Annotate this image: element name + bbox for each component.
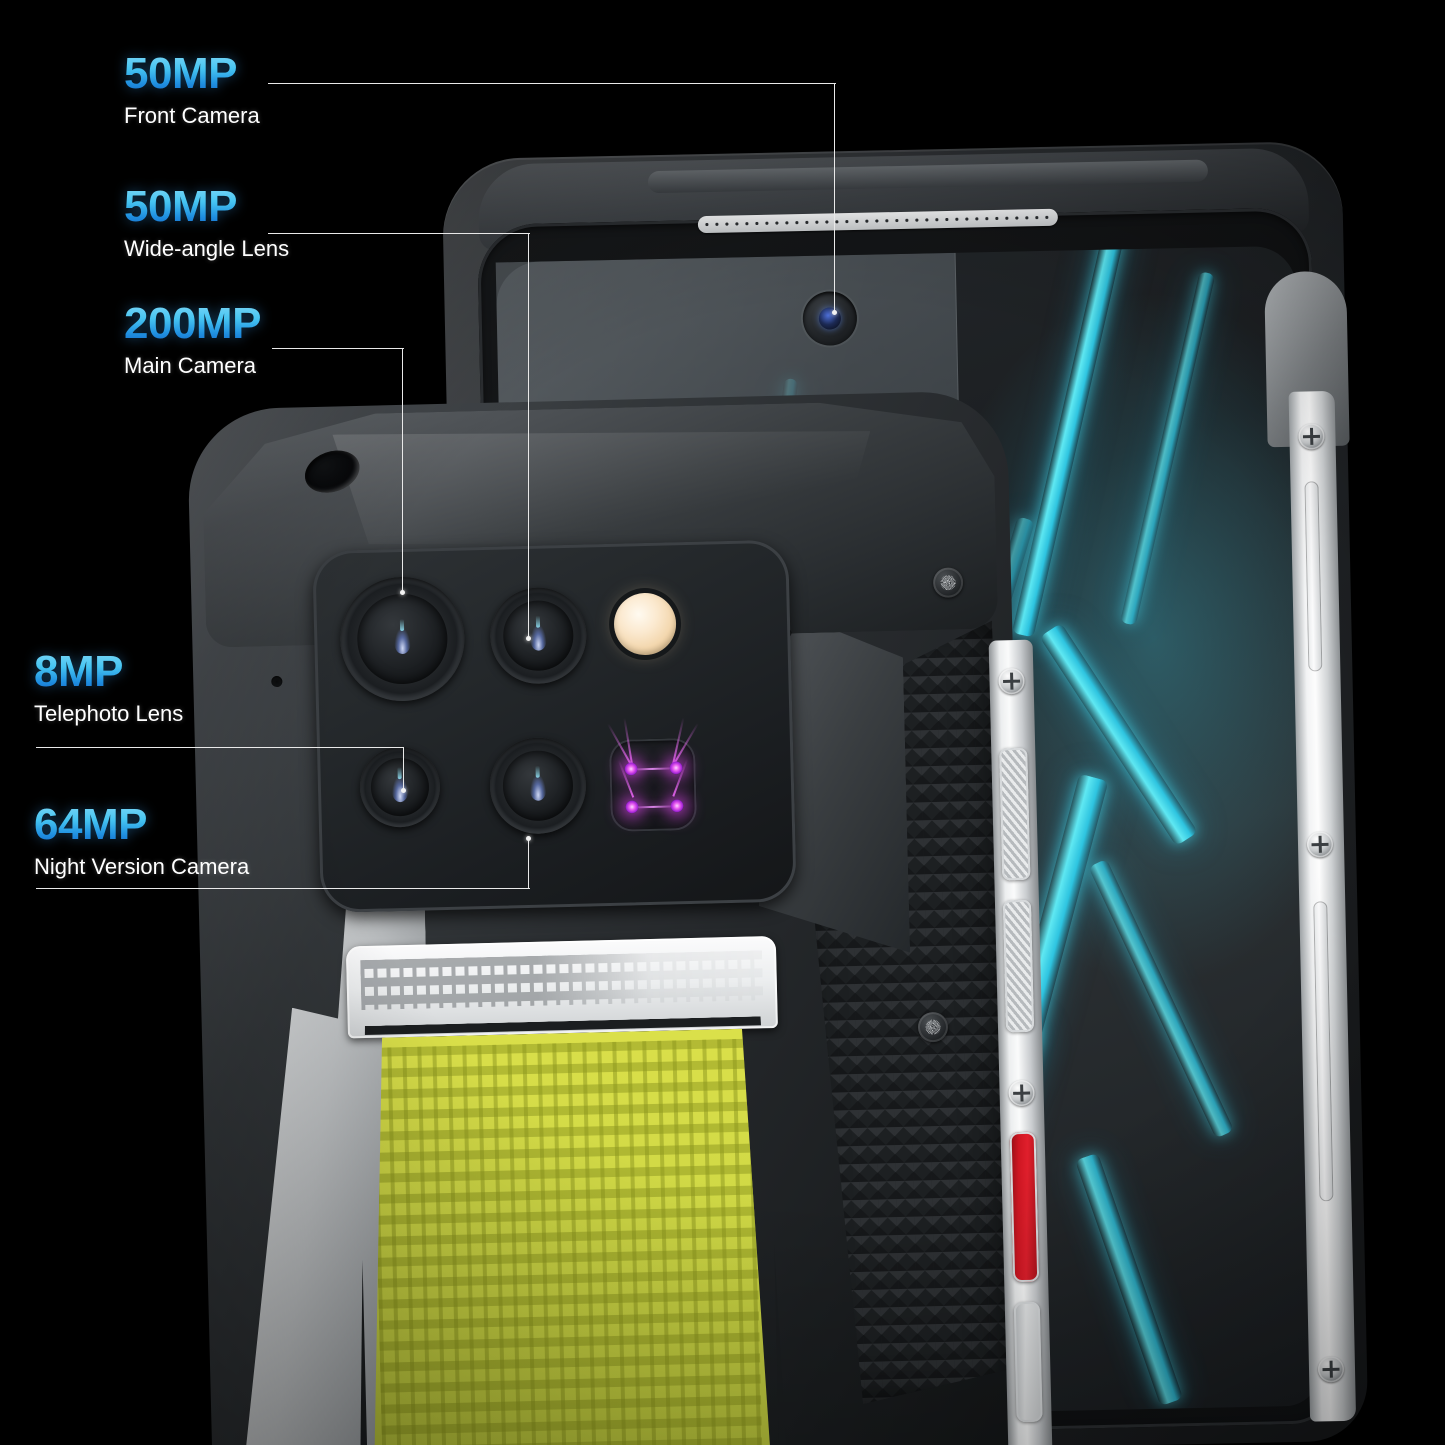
leader-line-front-camera xyxy=(268,83,836,85)
armor-highlight-facet xyxy=(321,421,884,555)
rear-phone-top-lip xyxy=(647,159,1209,194)
callout-megapixel-value: 50MP xyxy=(124,52,260,96)
led-camping-light-panel xyxy=(362,1028,773,1445)
callout-label: Telephoto Lens xyxy=(34,701,184,726)
leader-endpoint-front-camera xyxy=(832,310,837,315)
callout-front-camera: 50MP Front Camera xyxy=(124,52,260,127)
leader-line-front-camera xyxy=(834,83,836,313)
rear-camera-module xyxy=(312,539,797,914)
leader-line-wide-angle xyxy=(528,233,530,638)
leader-endpoint-night-camera xyxy=(526,836,531,841)
callout-night-camera: 64MP Night Version Camera xyxy=(34,803,249,878)
volume-down-button[interactable] xyxy=(1002,899,1035,1033)
wide-angle-camera-lens xyxy=(489,586,588,685)
uv-led-dot xyxy=(624,762,638,776)
front-phone-unit xyxy=(186,390,1057,1445)
leader-line-main-camera xyxy=(402,348,404,593)
power-button[interactable] xyxy=(1013,1301,1043,1423)
leader-line-night-camera xyxy=(528,838,530,889)
leader-line-telephoto xyxy=(36,747,404,749)
callout-wide-angle: 50MP Wide-angle Lens xyxy=(124,185,289,260)
leader-endpoint-main-camera xyxy=(400,590,405,595)
callout-megapixel-value: 8MP xyxy=(34,650,183,694)
leader-endpoint-wide-angle xyxy=(526,636,531,641)
callout-megapixel-value: 64MP xyxy=(34,803,249,847)
callout-label: Front Camera xyxy=(124,103,260,128)
callout-label: Wide-angle Lens xyxy=(124,236,290,261)
callout-main-camera: 200MP Main Camera xyxy=(124,302,261,377)
callout-label: Night Version Camera xyxy=(34,854,250,879)
loudspeaker-grille xyxy=(345,935,778,1039)
wallpaper-bolt-stroke xyxy=(1075,1152,1184,1407)
callout-megapixel-value: 200MP xyxy=(124,299,261,348)
leader-line-main-camera xyxy=(272,348,404,350)
sos-button[interactable] xyxy=(1009,1131,1040,1283)
leader-line-night-camera xyxy=(36,888,530,890)
uv-led-dot xyxy=(625,800,639,814)
night-vision-camera-lens xyxy=(488,736,588,835)
uv-led-dot xyxy=(670,799,684,813)
leader-line-wide-angle xyxy=(268,233,530,235)
callout-megapixel-value: 50MP xyxy=(124,185,289,229)
telephoto-camera-lens xyxy=(358,746,441,829)
callout-label: Main Camera xyxy=(124,353,257,378)
volume-up-button[interactable] xyxy=(999,747,1031,881)
led-flash xyxy=(613,592,677,656)
leader-endpoint-telephoto xyxy=(401,788,406,793)
leader-line-telephoto xyxy=(403,747,405,792)
callout-telephoto: 8MP Telephoto Lens xyxy=(34,650,183,725)
uv-led-array xyxy=(607,717,700,832)
